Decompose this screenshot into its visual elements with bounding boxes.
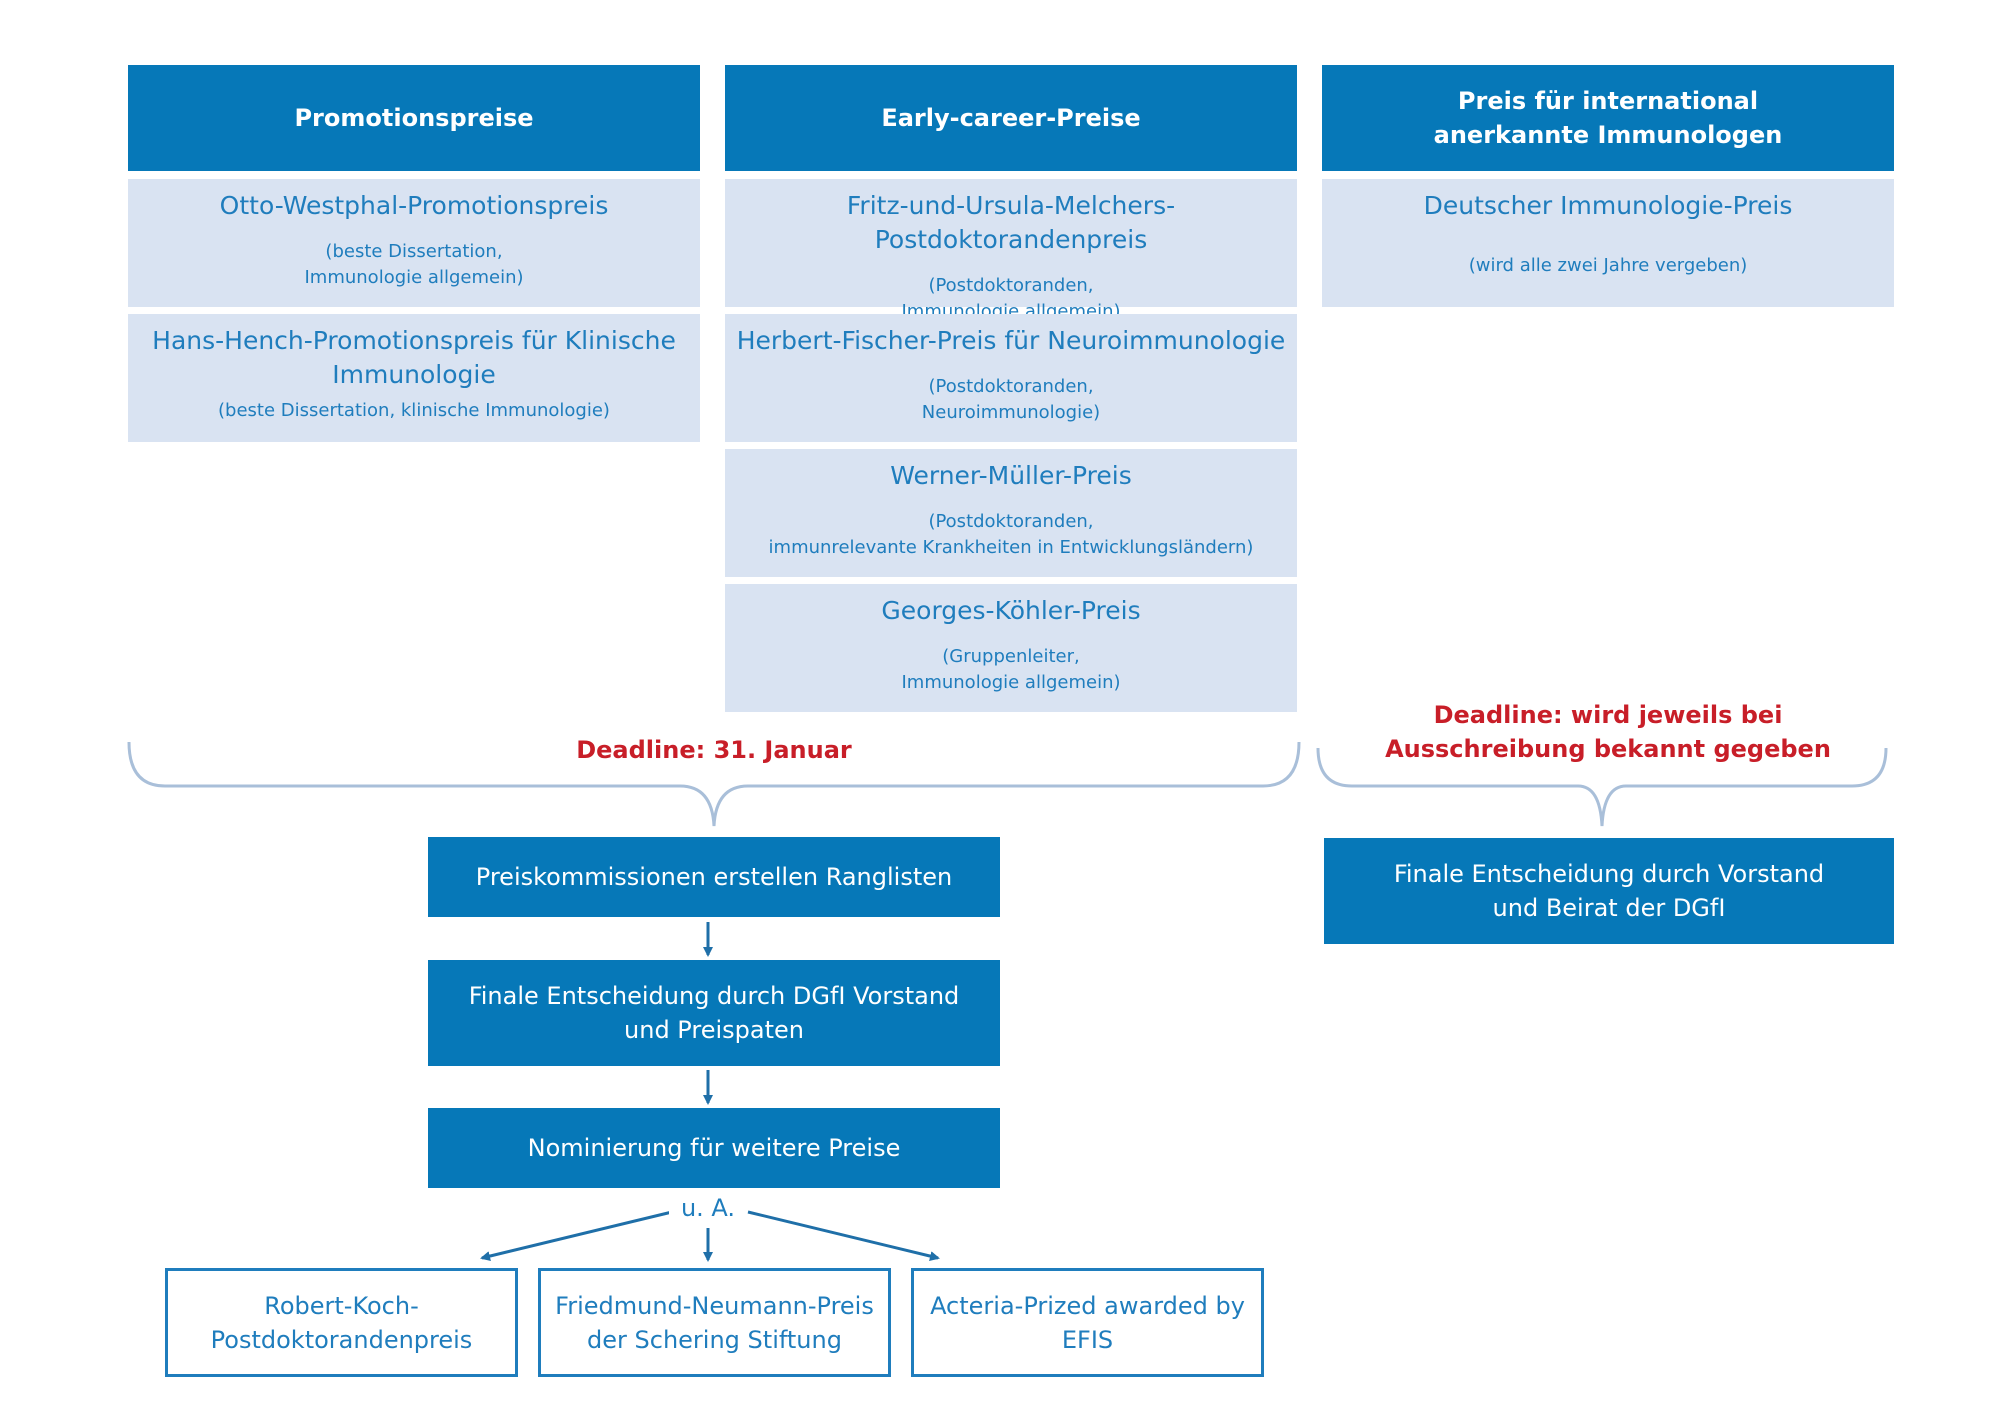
right-brace [1316,747,1888,827]
prize-herbert-fischer: Herbert-Fischer-Preis für Neuroimmunolog… [725,314,1297,442]
prize-note: (Gruppenleiter, Immunologie allgemein) [901,646,1121,693]
prize-hans-hench: Hans-Hench-Promotionspreis für Klinische… [128,314,700,442]
process-step-vorstand-beirat: Finale Entscheidung durch Vorstand und B… [1324,838,1894,944]
process-step-finale-entscheidung: Finale Entscheidung durch DGfI Vorstand … [428,960,1000,1066]
prize-note: (wird alle zwei Jahre vergeben) [1468,255,1748,276]
target-acteria: Acteria-Prized awarded by EFIS [911,1268,1264,1377]
prize-note: (beste Dissertation, klinische Immunolog… [218,400,610,421]
prize-deutscher-immunologie: Deutscher Immunologie-Preis (wird alle z… [1322,179,1894,307]
arrow-to-acteria [747,1210,940,1261]
deadline-left: Deadline: 31. Januar [576,736,852,764]
prize-name: Hans-Hench-Promotionspreis für Klinische… [152,326,676,389]
column-header-promotionspreise: Promotionspreise [128,65,700,171]
prize-name: Georges-Köhler-Preis [881,596,1141,625]
column-header-international: Preis für international anerkannte Immun… [1322,65,1894,171]
prize-name: Herbert-Fischer-Preis für Neuroimmunolog… [736,326,1286,355]
deadline-right: Deadline: wird jeweils bei Ausschreibung… [1385,701,1831,763]
prize-note: (Postdoktoranden, immunrelevante Krankhe… [768,511,1254,558]
process-step-nominierung: Nominierung für weitere Preise [428,1108,1000,1188]
prize-georges-koehler: Georges-Köhler-Preis (Gruppenleiter, Imm… [725,584,1297,712]
arrow-to-robert-koch [480,1210,673,1261]
prize-name: Werner-Müller-Preis [890,461,1132,490]
prize-note: (beste Dissertation, Immunologie allgeme… [304,241,524,288]
nomination-connector-label: u. A. [669,1193,747,1223]
column-header-early-career: Early-career-Preise [725,65,1297,171]
target-friedmund-neumann: Friedmund-Neumann-Preis der Schering Sti… [538,1268,891,1377]
prize-name: Deutscher Immunologie-Preis [1423,191,1793,220]
target-robert-koch: Robert-Koch- Postdoktorandenpreis [165,1268,518,1377]
prize-name: Fritz-und-Ursula-Melchers-Postdoktorande… [846,191,1176,254]
prize-name: Otto-Westphal-Promotionspreis [219,191,609,220]
prize-note: (Postdoktoranden, Neuroimmunologie) [921,376,1101,423]
left-brace [127,741,1301,827]
prize-otto-westphal: Otto-Westphal-Promotionspreis (beste Dis… [128,179,700,307]
process-step-ranglisten: Preiskommissionen erstellen Ranglisten [428,837,1000,917]
prize-werner-mueller: Werner-Müller-Preis (Postdoktoranden, im… [725,449,1297,577]
prize-fritz-ursula-melchers: Fritz-und-Ursula-Melchers-Postdoktorande… [725,179,1297,322]
